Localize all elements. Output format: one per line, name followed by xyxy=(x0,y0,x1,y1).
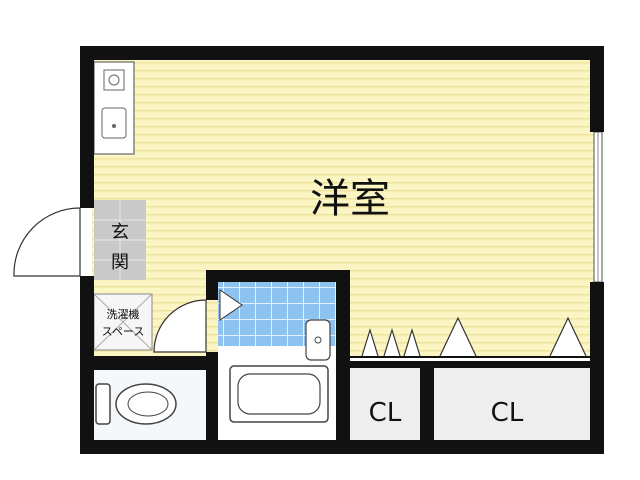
stove-icon xyxy=(103,69,125,91)
closet-small-label: CL xyxy=(369,398,402,428)
bath-door xyxy=(219,289,243,321)
closet-large-floor xyxy=(434,368,590,440)
entrance-door xyxy=(13,207,81,277)
closet-small-door xyxy=(361,327,421,357)
toilet-tank xyxy=(95,383,111,425)
laundry-label-line1: 洗濯機 xyxy=(107,307,140,321)
closet-large-door xyxy=(439,316,587,357)
washbasin-icon xyxy=(305,319,331,361)
closet-small-floor xyxy=(350,368,420,440)
toilet-icon xyxy=(115,383,177,425)
walls xyxy=(80,46,604,454)
toilet-door xyxy=(153,299,207,353)
entrance-label-line1: 玄 xyxy=(111,222,129,243)
sink-icon xyxy=(101,107,127,139)
laundry-label-line2: スペース xyxy=(102,325,145,338)
entrance-label-line2: 関 xyxy=(111,252,129,273)
closet-large-label: CL xyxy=(491,398,524,428)
western-room-label: 洋室 xyxy=(310,176,390,222)
